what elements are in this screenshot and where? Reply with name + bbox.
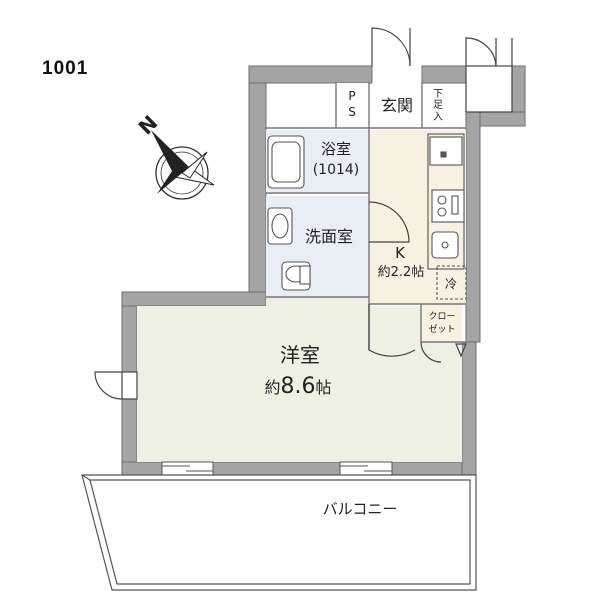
ps-label-p: P [348, 89, 355, 103]
side-door [94, 371, 123, 400]
stove [431, 189, 465, 223]
balcony-label: バルコニー [323, 500, 398, 518]
compass-needle-west [157, 168, 182, 194]
wall-tower-left [248, 65, 267, 298]
unit-number: 1001 [42, 58, 89, 79]
shoe-storage-label-1: 下 [433, 89, 443, 100]
western-room-area: 約8.6帖 [264, 374, 331, 399]
western-room-label: 洋室 [280, 343, 320, 367]
western-room-fill-top [266, 297, 369, 309]
bathroom-label: 浴室 [321, 140, 351, 158]
closet-label-1: クロー [428, 311, 455, 322]
genkan-fill [372, 83, 422, 128]
balcony [81, 474, 477, 591]
compass-inner-ring [160, 151, 204, 195]
windows [161, 461, 393, 476]
wall-bottom-left [121, 461, 163, 476]
ps-fill [336, 83, 368, 126]
washroom-label: 洗面室 [305, 227, 353, 246]
entrance-door-left [371, 27, 411, 67]
window-right [339, 461, 393, 476]
compass-needle-north [151, 130, 189, 177]
wall-bottom-mid [212, 461, 341, 476]
bathroom-size: (1014) [313, 162, 360, 178]
closet-fill [421, 304, 462, 342]
wall-right-lower [461, 341, 477, 476]
compass-ring [155, 146, 209, 200]
closet-label-2: ゼット [428, 323, 455, 335]
closet-door [420, 341, 442, 363]
labels: P S 玄関 下 足 入 浴室 (1014) 洗面室 K 約2.2帖 冷 クロー… [264, 89, 457, 518]
kitchen-area: 約2.2帖 [378, 265, 425, 280]
wall-top-right [421, 65, 467, 84]
compass-north-label: N [134, 111, 163, 140]
wall-top [248, 65, 373, 84]
ps-label-s: S [348, 105, 356, 119]
shoe-storage-label-3: 入 [433, 112, 443, 123]
kitchen-label: K [395, 244, 406, 262]
genkan-label: 玄関 [381, 96, 413, 115]
kitchen-door [368, 304, 416, 357]
compass-needle-east [181, 151, 208, 179]
wall-step [121, 291, 267, 307]
washroom-door [368, 201, 410, 243]
kitchen-upper [429, 136, 463, 166]
entrance-door-right [465, 37, 497, 67]
fridge-space [436, 265, 467, 300]
window-left [161, 461, 214, 476]
shoe-storage-label-2: 足 [433, 99, 443, 111]
western-room-fill [137, 306, 462, 462]
fridge-label: 冷 [445, 277, 457, 291]
fixtures [267, 133, 467, 300]
compass-rose: N [134, 111, 215, 200]
wall-right [465, 111, 481, 343]
doors [94, 27, 513, 400]
